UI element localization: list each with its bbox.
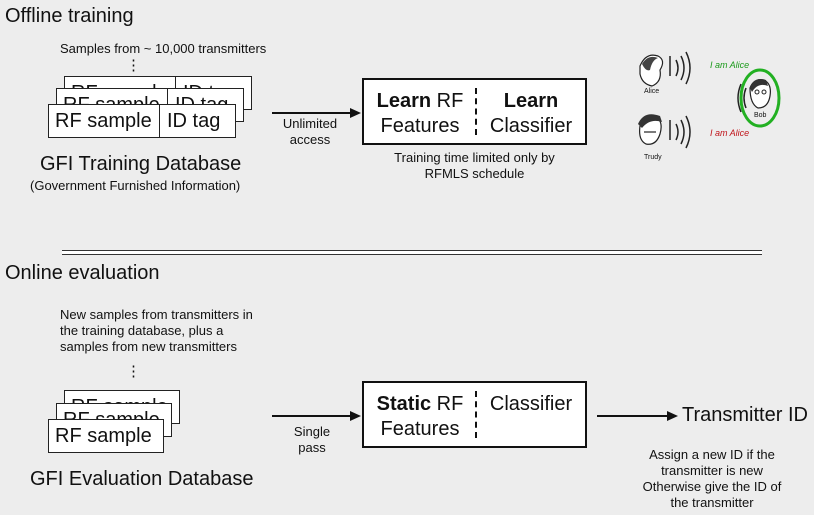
section-separator bbox=[62, 250, 762, 255]
static-features-line2: Features bbox=[380, 418, 460, 440]
static-box: Static RF Features Classifier bbox=[362, 381, 587, 448]
training-note-line1: Training time limited only by bbox=[394, 150, 555, 165]
training-db-title: GFI Training Database bbox=[40, 153, 242, 175]
assign-note-line1: Assign a new ID if the bbox=[649, 447, 775, 462]
static-features-rest: RF bbox=[431, 393, 464, 415]
box-divider bbox=[475, 88, 477, 135]
spoofing-scene: Alice Trudy Bob I am Alice I am Alice bbox=[630, 48, 810, 178]
bob-label: Bob bbox=[754, 112, 767, 119]
online-section-title: Online evaluation bbox=[5, 262, 160, 284]
training-time-note: Training time limited only by RFMLS sche… bbox=[362, 150, 587, 182]
evaluation-arrow bbox=[272, 411, 361, 421]
unlimited-access-label: Unlimited access bbox=[278, 116, 342, 148]
training-db-subtitle: (Government Furnished Information) bbox=[30, 178, 241, 193]
alice-label: Alice bbox=[644, 88, 660, 95]
evaluation-sample-card: RF sample bbox=[48, 419, 164, 453]
bob-icon bbox=[749, 79, 771, 109]
id-tag-label: ID tag bbox=[167, 109, 221, 132]
eval-caption-line1: New samples from transmitters in bbox=[60, 307, 253, 322]
assign-note-line4: the transmitter bbox=[670, 495, 754, 510]
single-pass-label: Single pass bbox=[282, 424, 342, 456]
learn-features-cell: Learn RF Features bbox=[364, 80, 476, 143]
eval-samples-caption: New samples from transmitters in the tra… bbox=[60, 307, 253, 355]
evaluation-db-title: GFI Evaluation Database bbox=[30, 468, 254, 490]
assign-note-line3: Otherwise give the ID of bbox=[642, 479, 782, 494]
learn-features-rest: RF bbox=[431, 90, 464, 112]
vertical-ellipsis: ⋮ bbox=[126, 57, 141, 74]
bob-highlight-ring bbox=[739, 68, 781, 128]
card-divider bbox=[159, 105, 160, 137]
learn-classifier-cell: Learn Classifier bbox=[477, 80, 585, 143]
assign-note-line2: transmitter is new bbox=[661, 463, 763, 478]
eval-caption-line3: samples from new transmitters bbox=[60, 339, 237, 354]
scene-drawing bbox=[638, 51, 781, 149]
training-arrow bbox=[272, 108, 361, 118]
assign-id-note: Assign a new ID if the transmitter is ne… bbox=[622, 447, 802, 511]
offline-section-title: Offline training bbox=[5, 5, 134, 27]
learn-classifier-bold: Learn bbox=[503, 90, 559, 112]
arrow-label-line2: access bbox=[289, 132, 331, 147]
trudy-icon bbox=[638, 114, 662, 145]
arrow-label-line1: Unlimited bbox=[282, 116, 338, 131]
rf-sample-label: RF sample bbox=[55, 424, 152, 447]
learn-classifier-line2: Classifier bbox=[489, 115, 573, 137]
classifier-label: Classifier bbox=[489, 393, 573, 415]
learn-features-bold: Learn bbox=[376, 90, 432, 112]
classifier-cell: Classifier bbox=[477, 383, 585, 446]
training-note-line2: RFMLS schedule bbox=[424, 166, 525, 181]
static-features-bold: Static bbox=[376, 393, 432, 415]
box-divider bbox=[475, 391, 477, 438]
samples-caption: Samples from ~ 10,000 transmitters bbox=[60, 41, 267, 56]
eval-caption-line2: the training database, plus a bbox=[60, 323, 224, 338]
transmitter-id-output: Transmitter ID bbox=[682, 404, 808, 426]
output-arrow bbox=[597, 411, 678, 421]
training-sample-card: RF sample ID tag bbox=[48, 104, 236, 138]
alice-icon bbox=[639, 54, 664, 87]
learn-features-line2: Features bbox=[380, 115, 460, 137]
learn-box: Learn RF Features Learn Classifier bbox=[362, 78, 587, 145]
rf-sample-label: RF sample bbox=[55, 109, 152, 132]
red-message: I am Alice bbox=[710, 128, 750, 138]
trudy-label: Trudy bbox=[644, 154, 662, 161]
vertical-ellipsis: ⋮ bbox=[126, 363, 141, 380]
static-features-cell: Static RF Features bbox=[364, 383, 476, 446]
green-message: I am Alice bbox=[710, 60, 750, 70]
arrow-label-line1: Single bbox=[293, 424, 331, 439]
arrow-label-line2: pass bbox=[298, 440, 326, 455]
